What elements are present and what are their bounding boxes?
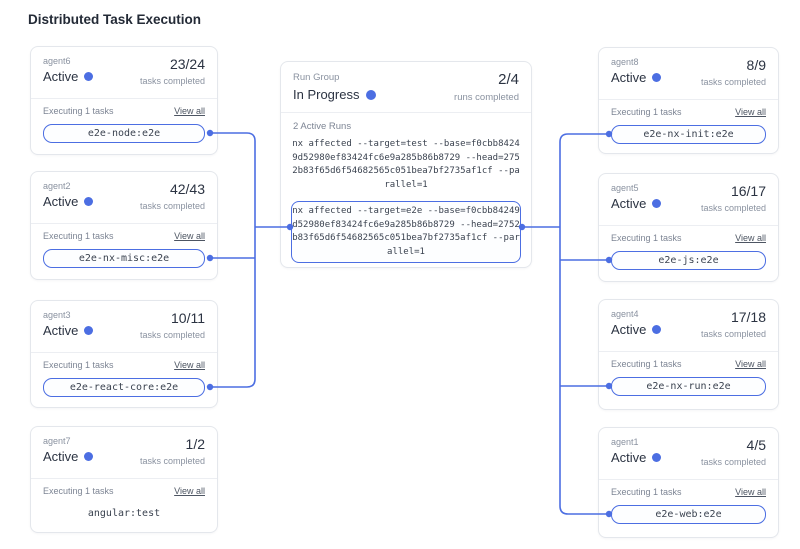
status-dot-icon (652, 453, 662, 462)
task-pill[interactable]: e2e-node:e2e (43, 124, 205, 143)
tasks-count: 8/9 (746, 57, 766, 73)
agent-id-label: agent5 (611, 183, 639, 193)
tasks-caption: tasks completed (700, 457, 766, 467)
agent-card-agent4: agent4 Active 17/18 tasks completed Exec… (598, 299, 779, 410)
tasks-caption: tasks completed (139, 330, 205, 340)
agent-status: Active (43, 194, 79, 209)
agent-status: Active (611, 70, 647, 85)
tasks-count: 1/2 (185, 436, 205, 452)
agent-card-agent6: agent6 Active 23/24 tasks completed Exec… (30, 46, 218, 155)
task-pill[interactable]: e2e-nx-init:e2e (611, 125, 766, 144)
agent-id-label: agent3 (43, 310, 71, 320)
agent-id-label: agent7 (43, 436, 71, 446)
status-dot-icon (652, 325, 662, 334)
status-dot-icon (84, 326, 94, 335)
agent-card-header: agent2 Active 42/43 tasks completed (31, 172, 217, 224)
view-all-link[interactable]: View all (735, 359, 766, 369)
agent-card-agent8: agent8 Active 8/9 tasks completed Execut… (598, 47, 779, 154)
view-all-link[interactable]: View all (174, 106, 205, 116)
agent-status: Active (611, 196, 647, 211)
tasks-count: 4/5 (746, 437, 766, 453)
executing-label: Executing 1 tasks (611, 233, 682, 243)
status-dot-icon (652, 73, 662, 82)
agent-id-label: agent8 (611, 57, 639, 67)
agent-id-label: agent2 (43, 181, 71, 191)
agent-card-header: agent8 Active 8/9 tasks completed (599, 48, 778, 100)
tasks-caption: tasks completed (139, 76, 205, 86)
status-dot-icon (84, 72, 94, 81)
tasks-count: 16/17 (730, 183, 766, 199)
run-group-status: In Progress (293, 87, 360, 102)
task-pill[interactable]: e2e-react-core:e2e (43, 378, 205, 397)
tasks-caption: tasks completed (700, 329, 766, 339)
agent-card-header: agent1 Active 4/5 tasks completed (599, 428, 778, 480)
command-block[interactable]: nx affected --target=test --base=f0cbb84… (292, 139, 520, 190)
tasks-caption: tasks completed (139, 456, 205, 466)
agent-id-label: agent1 (611, 437, 639, 447)
executing-label: Executing 1 tasks (43, 486, 114, 496)
view-all-link[interactable]: View all (174, 231, 205, 241)
tasks-caption: tasks completed (700, 203, 766, 213)
view-all-link[interactable]: View all (735, 487, 766, 497)
executing-label: Executing 1 tasks (43, 360, 114, 370)
agent-id-label: agent4 (611, 309, 639, 319)
agent-card-agent3: agent3 Active 10/11 tasks completed Exec… (30, 300, 218, 408)
view-all-link[interactable]: View all (735, 233, 766, 243)
tasks-count: 17/18 (730, 309, 766, 325)
status-dot-icon (366, 89, 377, 100)
status-dot-icon (84, 452, 94, 461)
executing-label: Executing 1 tasks (43, 231, 114, 241)
agent-status: Active (611, 322, 647, 337)
active-runs-label: 2 Active Runs (293, 121, 352, 132)
tasks-count: 42/43 (169, 181, 205, 197)
task-label[interactable]: angular:test (87, 508, 161, 519)
tasks-caption: tasks completed (139, 201, 205, 211)
executing-label: Executing 1 tasks (611, 359, 682, 369)
view-all-link[interactable]: View all (174, 360, 205, 370)
agent-card-header: agent3 Active 10/11 tasks completed (31, 301, 217, 353)
view-all-link[interactable]: View all (174, 486, 205, 496)
view-all-link[interactable]: View all (735, 107, 766, 117)
tasks-caption: tasks completed (700, 77, 766, 87)
tasks-count: 23/24 (169, 56, 205, 72)
status-dot-icon (652, 199, 662, 208)
run-group-header: Run Group In Progress 2/4 runs completed (281, 62, 531, 113)
agent-card-agent5: agent5 Active 16/17 tasks completed Exec… (598, 173, 779, 282)
task-pill[interactable]: e2e-nx-misc:e2e (43, 249, 205, 268)
agent-status: Active (43, 323, 79, 338)
executing-label: Executing 1 tasks (611, 487, 682, 497)
agent-status: Active (43, 449, 79, 464)
agent-id-label: agent6 (43, 56, 71, 66)
runs-count: 2/4 (498, 71, 519, 88)
task-pill[interactable]: e2e-web:e2e (611, 505, 766, 524)
runs-caption: runs completed (454, 92, 519, 103)
agent-card-header: agent6 Active 23/24 tasks completed (31, 47, 217, 99)
executing-label: Executing 1 tasks (611, 107, 682, 117)
task-pill[interactable]: e2e-js:e2e (611, 251, 766, 270)
agent-card-header: agent4 Active 17/18 tasks completed (599, 300, 778, 352)
agent-card-agent7: agent7 Active 1/2 tasks completed Execut… (30, 426, 218, 533)
tasks-count: 10/11 (171, 310, 205, 326)
agent-card-agent2: agent2 Active 42/43 tasks completed Exec… (30, 171, 218, 280)
command-block-highlighted[interactable]: nx affected --target=e2e --base=f0cbb842… (291, 201, 521, 263)
run-group-card: Run Group In Progress 2/4 runs completed… (280, 61, 532, 268)
agent-card-header: agent7 Active 1/2 tasks completed (31, 427, 217, 479)
agent-card-header: agent5 Active 16/17 tasks completed (599, 174, 778, 226)
executing-label: Executing 1 tasks (43, 106, 114, 116)
task-pill[interactable]: e2e-nx-run:e2e (611, 377, 766, 396)
agent-status: Active (611, 450, 647, 465)
agent-status: Active (43, 69, 79, 84)
run-group-label: Run Group (293, 72, 340, 83)
page-title: Distributed Task Execution (28, 12, 202, 27)
status-dot-icon (84, 197, 94, 206)
agent-card-agent1: agent1 Active 4/5 tasks completed Execut… (598, 427, 779, 538)
